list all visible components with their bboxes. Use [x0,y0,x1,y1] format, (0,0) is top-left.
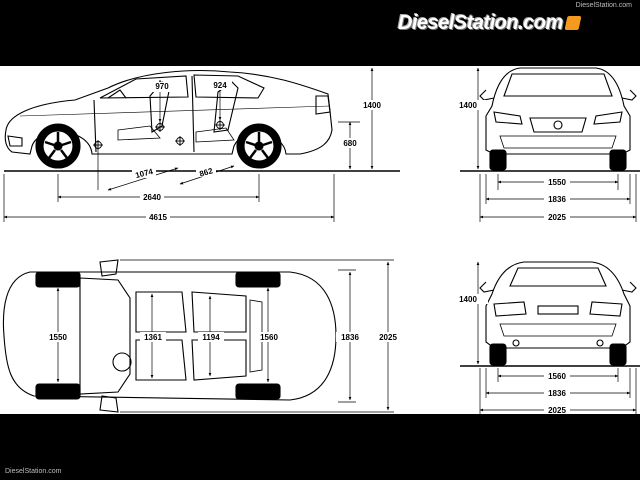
front-grille [529,117,587,133]
front-tire-right [609,149,627,171]
side-h-points [93,120,225,150]
top-tire-rr [235,383,281,400]
front-width-mirrors-label: 2025 [548,213,566,222]
front-bumper-intake [499,135,617,149]
front-dimension-labels: 1400 1550 1836 2025 [459,101,566,222]
side-height-label: 1400 [363,101,381,110]
top-mirror-right [99,395,119,413]
logo-text: DieselStation.com [398,11,563,34]
rear-taillamp-left [493,301,527,317]
side-length-label: 4615 [149,213,167,222]
top-rear-shelf [249,299,263,373]
rear-mirror-left [479,281,495,293]
rear-tire-right [609,343,627,366]
side-680-label: 680 [343,139,357,148]
side-rear-legroom-label: 1074 [134,167,154,180]
rear-taillamp-right [589,301,623,317]
top-windshield [79,277,131,395]
rear-body-outline [485,261,631,349]
top-rear-track-label: 1560 [260,333,278,342]
side-door-line-rear [93,99,97,153]
top-dimension-labels: 1550 1361 1194 1560 1836 2025 [49,333,397,342]
front-mirror-right [621,89,637,101]
front-mirror-left [479,89,495,101]
side-front-headroom-label: 924 [213,81,227,90]
rear-width-mirrors-label: 2025 [548,406,566,414]
front-logo-icon [553,120,563,130]
side-wheel-front [236,123,282,169]
top-width-label: 1836 [341,333,359,342]
rear-view [460,261,640,414]
side-rear-cushion [117,125,161,141]
side-door-line-front [191,75,195,153]
watermark-top: DieselStation.com [575,2,632,9]
side-headlamp [7,135,23,147]
front-view [460,67,640,222]
top-seat-rear-right [191,339,247,381]
front-headlamp-right [593,111,623,125]
front-headlamp-left [493,111,523,125]
front-windshield [503,73,613,97]
rear-mirror-right [621,281,637,293]
top-rear-shoulder-label: 1361 [144,333,162,342]
top-seat-front-right [135,339,187,381]
side-front-cushion [195,127,235,143]
rear-bumper [499,323,617,337]
logo-badge-icon [564,16,582,30]
side-dimension-labels: 1400 680 970 924 1074 862 2640 4615 [134,81,381,222]
dimension-drawing: 1400 680 970 924 1074 862 2640 4615 [0,66,640,415]
side-front-window [193,74,265,99]
side-wheelbase-label: 2640 [143,193,161,202]
front-tire-left [489,149,507,171]
rear-exhaust-right [596,339,604,347]
dieselstation-logo[interactable]: DieselStation.com [398,10,582,36]
top-view [2,259,402,413]
front-height-label: 1400 [459,101,477,110]
rear-track-label: 1560 [548,372,566,381]
rear-tire-left [489,343,507,366]
rear-height-label: 1400 [459,295,477,304]
side-rear-headroom-label: 970 [155,82,169,91]
side-front-legroom-label: 862 [198,166,214,178]
rear-plate [537,305,579,315]
top-steering-wheel-icon [112,352,132,372]
top-tire-fl [35,271,81,288]
top-front-track-label: 1550 [49,333,67,342]
top-seat-rear-left [191,291,247,333]
top-front-shoulder-label: 1194 [202,333,220,342]
watermark-bottom: DieselStation.com [5,468,62,475]
top-width-mirrors-label: 2025 [379,333,397,342]
top-tire-fr [35,383,81,400]
top-tire-rl [235,271,281,288]
blueprint-svg: 1400 680 970 924 1074 862 2640 4615 [2,67,640,415]
side-wheel-rear [35,123,81,169]
top-body-outline [2,271,337,401]
front-width-label: 1836 [548,195,566,204]
rear-exhaust-left [512,339,520,347]
top-mirror-left [99,259,119,277]
side-mirror [107,89,127,99]
side-taillamp [315,95,331,115]
rear-dimension-labels: 1400 1560 1836 2025 [459,295,566,415]
front-track-label: 1550 [548,178,566,187]
side-belt-line [19,105,331,117]
side-view [3,67,400,222]
top-seat-front-left [135,291,187,333]
front-body-outline [485,67,631,155]
rear-width-label: 1836 [548,389,566,398]
rear-window [509,267,607,287]
